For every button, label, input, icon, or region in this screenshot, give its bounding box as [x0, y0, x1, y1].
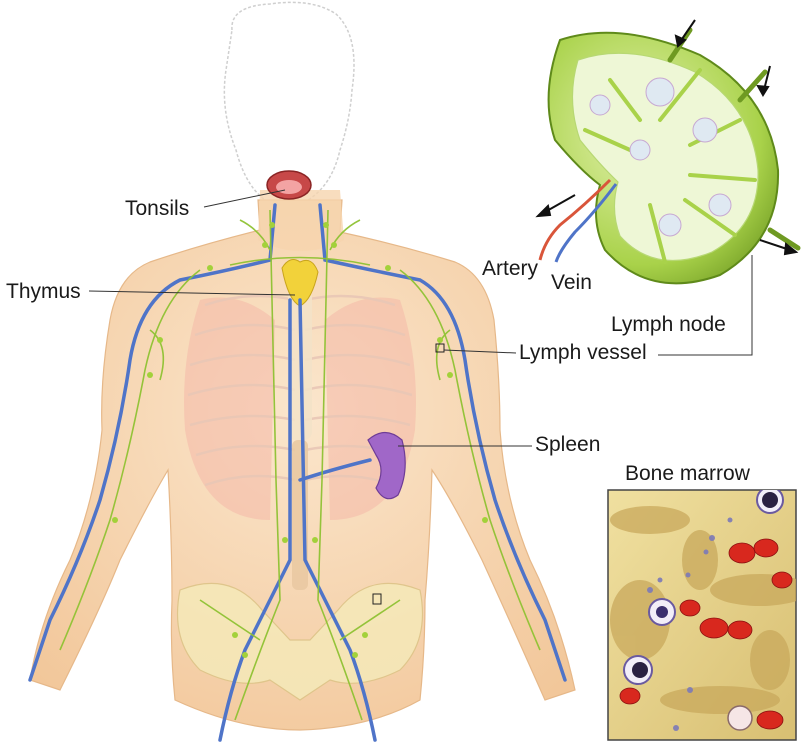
label-spleen: Spleen [535, 434, 600, 455]
label-bone-marrow: Bone marrow [625, 463, 750, 484]
label-lymph-vessel: Lymph vessel [519, 342, 647, 363]
label-tonsils: Tonsils [125, 198, 189, 219]
body-figure [30, 2, 575, 740]
label-thymus: Thymus [6, 281, 81, 302]
bone-marrow-inset [608, 487, 803, 740]
lymph-node-cross-section [538, 20, 798, 355]
label-lymph-node: Lymph node [611, 314, 726, 335]
label-artery: Artery [482, 258, 538, 279]
label-vein: Vein [551, 272, 592, 293]
